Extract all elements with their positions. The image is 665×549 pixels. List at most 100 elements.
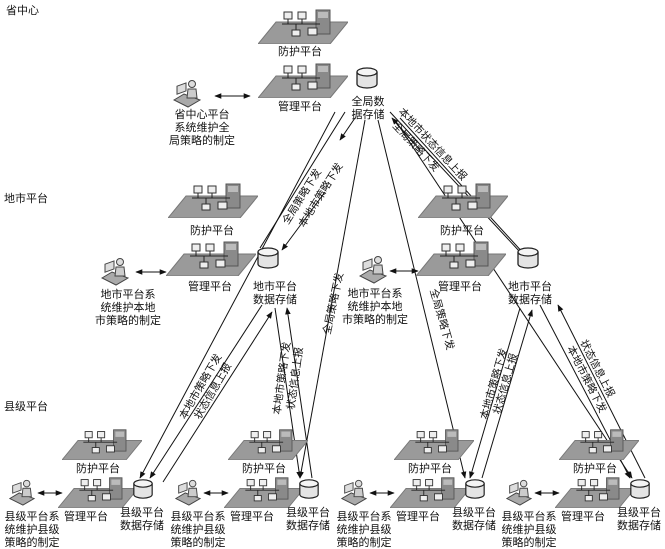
operator-label-1: 地市平台系 [348, 286, 403, 300]
operator-label-3: 策略的制定 [171, 535, 226, 549]
province-county4-line [394, 119, 633, 479]
province-county3-line [377, 119, 467, 479]
operator-label-1: 县级平台系 [337, 509, 392, 523]
operator-icon [9, 479, 35, 506]
city-right-county3-up [481, 309, 533, 479]
county-platform-1: 防护平台 管理平台 县级平台系 统维护县级 策略的制定 县级平台 数据存储 [5, 429, 164, 549]
operator-label-3: 局策略的制定 [169, 133, 235, 147]
protection-platform-label: 防护平台 [408, 461, 452, 475]
database-icon [257, 247, 279, 269]
management-platform-label: 管理平台 [278, 99, 322, 113]
protection-platform-icon [228, 429, 308, 460]
operator-label-3: 策略的制定 [502, 535, 557, 549]
operator-label-1: 地市平台系 [101, 287, 156, 301]
operator-label-1: 县级平台系 [171, 509, 226, 523]
db-label-2: 数据存储 [286, 518, 330, 532]
county-platform-2: 防护平台 管理平台 县级平台系 统维护县级 策略的制定 县级平台 数据存储 [171, 429, 330, 549]
database-icon [465, 479, 485, 499]
protection-platform-icon [559, 429, 639, 460]
database-icon [517, 247, 539, 269]
management-platform-icon [416, 241, 506, 276]
db-label-1: 地市平台 [508, 279, 552, 293]
operator-icon [101, 258, 129, 286]
protection-platform-icon [168, 183, 258, 218]
operator-icon [359, 256, 387, 284]
management-platform-icon [258, 63, 348, 98]
operator-label-3: 策略的制定 [5, 535, 60, 549]
operator-label-3: 市策略的制定 [95, 313, 161, 327]
operator-label-2: 统维护县级 [337, 522, 392, 536]
db-label-2: 数据存储 [120, 518, 164, 532]
protection-platform-label: 防护平台 [76, 461, 120, 475]
database-icon [356, 67, 378, 89]
operator-label-2: 统维护县级 [5, 522, 60, 536]
db-label-1: 地市平台 [253, 279, 297, 293]
connection-lines [139, 111, 646, 483]
protection-platform-label: 防护平台 [278, 44, 322, 58]
db-label-1: 县级平台 [452, 505, 496, 519]
local-city-down-arrow [339, 117, 356, 141]
management-platform-label: 管理平台 [230, 509, 274, 523]
protection-platform-label: 防护平台 [190, 223, 234, 237]
database-icon [630, 479, 650, 499]
db-label-1: 县级平台 [120, 505, 164, 519]
city-left-county1-up [162, 311, 273, 483]
management-platform-icon [166, 241, 256, 276]
management-platform-icon [555, 477, 635, 508]
management-platform-label: 管理平台 [438, 279, 482, 293]
db-label-2: 数据存储 [452, 518, 496, 532]
city-left-county2-up [285, 307, 313, 479]
level-label-province: 省中心 [6, 4, 39, 17]
management-platform-label: 管理平台 [396, 509, 440, 523]
db-label-1: 全局数 [352, 94, 385, 108]
protection-platform-label: 防护平台 [573, 461, 617, 475]
database-icon [133, 479, 153, 499]
protection-platform-icon [258, 9, 348, 44]
db-label-2: 数据存储 [508, 292, 552, 306]
operator-label-2: 统维护县级 [171, 522, 226, 536]
db-label-2: 据存储 [352, 107, 385, 121]
db-label-2: 数据存储 [617, 518, 661, 532]
operator-label-3: 策略的制定 [337, 535, 392, 549]
management-platform-label: 管理平台 [64, 509, 108, 523]
global-down-arrow [281, 191, 326, 251]
db-label-2: 数据存储 [253, 292, 297, 306]
management-platform-icon [224, 477, 304, 508]
operator-label-3: 市策略的制定 [342, 312, 408, 326]
province-county2-line [298, 119, 366, 479]
province-county1-line [139, 111, 336, 479]
province-center: 防护平台 管理平台 省中心平台 系统维护全 局策略的制定 全局数 据存储 [169, 9, 385, 147]
operator-label-2: 统维护县级 [502, 522, 557, 536]
protection-platform-label: 防护平台 [242, 461, 286, 475]
protection-platform-icon [418, 183, 508, 218]
operator-icon [175, 479, 201, 506]
operator-label-2: 统维护本地 [348, 299, 403, 313]
county-platform-3: 防护平台 管理平台 县级平台系 统维护县级 策略的制定 县级平台 数据存储 [337, 429, 496, 549]
operator-label-2: 系统维护全 [175, 120, 230, 134]
management-platform-icon [58, 477, 138, 508]
database-icon [299, 479, 319, 499]
operator-icon [173, 80, 201, 108]
operator-label-1: 县级平台系 [5, 509, 60, 523]
city-platform-left: 防护平台 管理平台 地市平台系 统维护本地 市策略的制定 地市平台 数据存储 [95, 183, 297, 327]
operator-label-2: 统维护本地 [101, 300, 156, 314]
county-platform-4: 防护平台 管理平台 县级平台系 统维护县级 策略的制定 县级平台 数据存储 [502, 429, 661, 549]
operator-label-1: 县级平台系 [502, 509, 557, 523]
city-platform-right: 防护平台 管理平台 地市平台系 统维护本地 市策略的制定 地市平台 数据存储 [342, 183, 552, 326]
operator-icon [506, 479, 532, 506]
db-label-1: 县级平台 [286, 505, 330, 519]
operator-icon [341, 479, 367, 506]
protection-platform-icon [394, 429, 474, 460]
city-right-county3-down [469, 307, 521, 479]
level-label-city: 地市平台 [4, 191, 48, 205]
level-label-county: 县级平台 [4, 399, 48, 413]
management-platform-label: 管理平台 [188, 279, 232, 293]
db-label-1: 县级平台 [617, 505, 661, 519]
management-platform-label: 管理平台 [561, 509, 605, 523]
operator-label-1: 省中心平台 [175, 107, 230, 121]
protection-platform-label: 防护平台 [440, 223, 484, 237]
management-platform-icon [390, 477, 470, 508]
city-left-county1-down [149, 304, 263, 479]
province-city-right-line [389, 111, 521, 253]
